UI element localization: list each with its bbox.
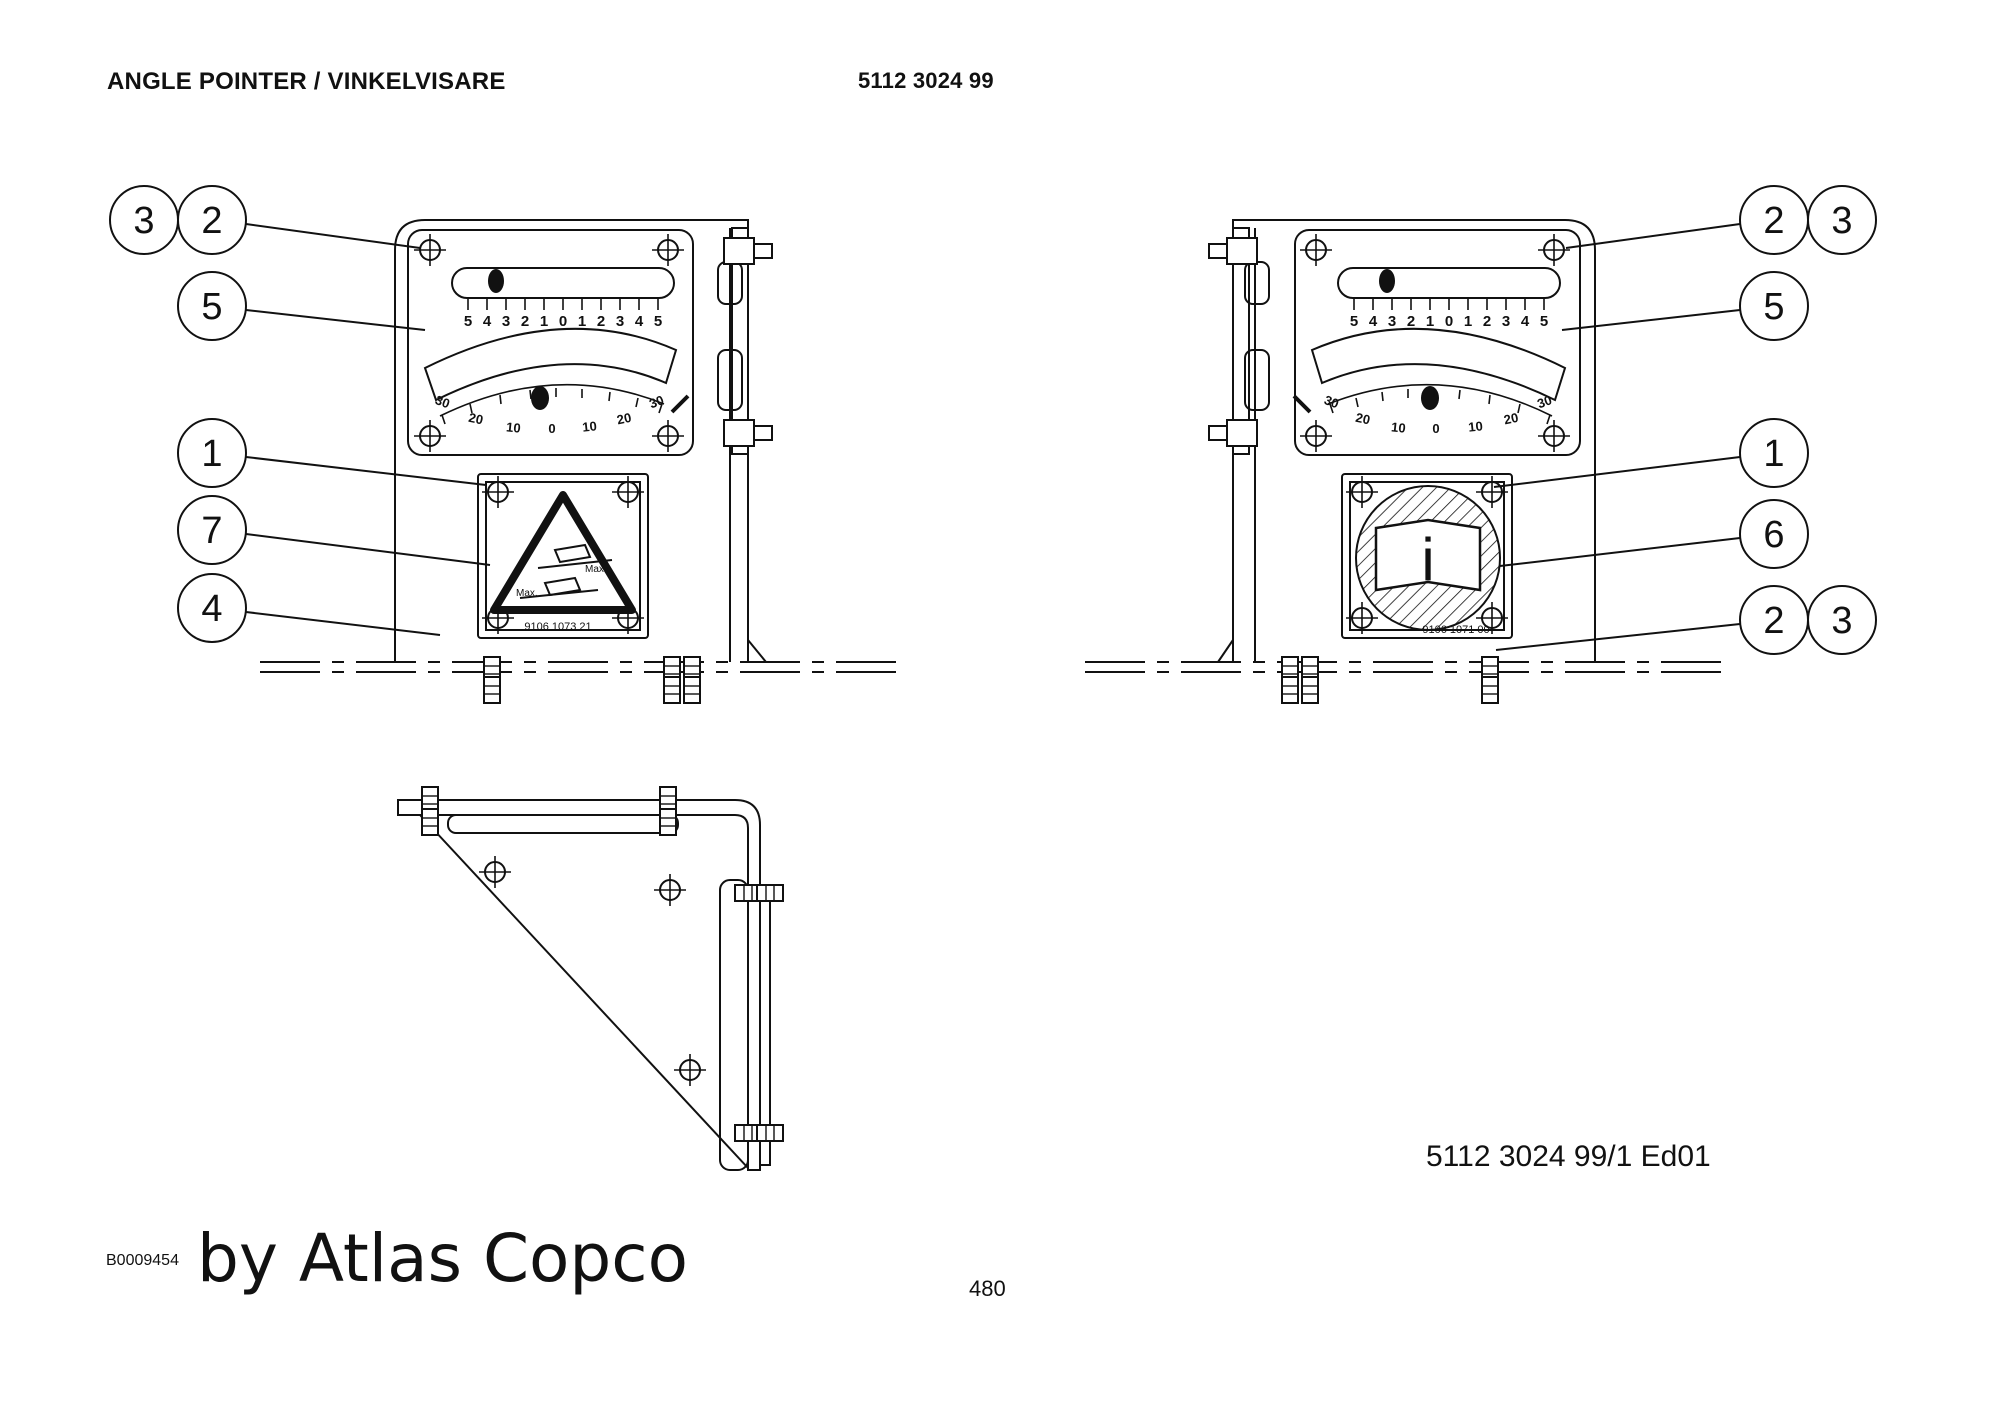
linear-ticks-left [467, 299, 659, 310]
callout-2: 2 [1763, 600, 1784, 642]
callout-leaders-left [109, 185, 491, 643]
scale-label: 0 [1445, 313, 1453, 330]
arc-ticks-right [1327, 383, 1553, 425]
scale-label: 1 [540, 313, 548, 330]
callout-3: 3 [1831, 200, 1852, 242]
arc-label: 10 [1468, 418, 1484, 434]
arc-label: 20 [615, 410, 632, 428]
bolts-bottom-left [483, 656, 701, 704]
ground-line-right [1085, 661, 1725, 673]
arc-label: 30 [1322, 392, 1341, 411]
image-code: B0009454 [106, 1252, 179, 1269]
callout-2: 2 [1763, 200, 1784, 242]
callout-leaders-right [1493, 185, 1877, 655]
front-view-left [394, 219, 767, 663]
arc-scale-left: 30 20 10 0 10 20 30 [433, 392, 666, 436]
arc-scale-right: 30 20 10 0 10 20 30 [1322, 392, 1554, 436]
callouts-right: 2 3 5 1 6 2 3 [1763, 200, 1852, 642]
scale-label: 5 [1350, 313, 1358, 330]
arc-label: 10 [1390, 419, 1406, 435]
plan-bolts [421, 786, 784, 1142]
scale-label: 4 [1521, 313, 1530, 330]
callout-5: 5 [1763, 286, 1784, 328]
arc-label: 20 [1502, 410, 1519, 428]
scale-label: 5 [1540, 313, 1548, 330]
arc-label: 20 [1354, 410, 1371, 428]
arc-label: 30 [1535, 392, 1554, 411]
callout-4: 4 [201, 588, 222, 630]
arc-ticks-left [439, 383, 665, 425]
callout-3: 3 [1831, 600, 1852, 642]
scale-label: 2 [597, 313, 605, 330]
callout-2: 2 [201, 200, 222, 242]
arc-label: 10 [505, 419, 521, 435]
callout-1: 1 [201, 433, 222, 475]
brand-text: by Atlas Copco [197, 1220, 688, 1297]
info-glyph: i [1421, 526, 1434, 593]
scale-label: 3 [616, 313, 624, 330]
linear-scale-left: 5 4 3 2 1 0 1 2 3 4 5 [464, 313, 662, 330]
scale-label: 4 [1369, 313, 1378, 330]
arc-label: 30 [647, 392, 666, 411]
scale-label: 1 [1464, 313, 1472, 330]
document-title: ANGLE POINTER / VINKELVISARE [107, 68, 506, 95]
scale-label: 3 [1388, 313, 1396, 330]
scale-label: 2 [1483, 313, 1491, 330]
scale-label: 5 [654, 313, 662, 330]
scale-label: 3 [1502, 313, 1510, 330]
scale-label: 2 [1407, 313, 1415, 330]
callout-5: 5 [201, 286, 222, 328]
callouts-left: 3 2 5 1 7 4 [133, 200, 222, 630]
arc-label: 30 [433, 392, 452, 411]
callout-3: 3 [133, 200, 154, 242]
scale-label: 0 [559, 313, 567, 330]
plan-view [397, 799, 771, 1171]
scale-label: 4 [635, 313, 644, 330]
callout-1: 1 [1763, 433, 1784, 475]
scale-label: 1 [1426, 313, 1434, 330]
info-label-code: 9106 1071 00 [1422, 624, 1489, 636]
scale-label: 5 [464, 313, 472, 330]
max-label-upper: Max. [585, 564, 607, 575]
part-number: 5112 3024 99 [858, 68, 994, 93]
max-label-lower: Max. [516, 588, 538, 599]
linear-scale-right: 5 4 3 2 1 0 1 2 3 4 5 [1350, 313, 1548, 330]
arc-label: 10 [582, 418, 598, 434]
drawing-number: 5112 3024 99/1 Ed01 [1426, 1140, 1711, 1173]
scale-label: 1 [578, 313, 586, 330]
scale-label: 4 [483, 313, 492, 330]
linear-ticks-right [1353, 299, 1545, 310]
page-number: 480 [969, 1276, 1006, 1301]
arc-label: 0 [548, 421, 555, 436]
callout-7: 7 [201, 510, 222, 552]
scale-label: 2 [521, 313, 529, 330]
arc-label: 0 [1432, 421, 1439, 436]
scale-label: 3 [502, 313, 510, 330]
callout-6: 6 [1763, 514, 1784, 556]
ground-line-left [260, 661, 900, 673]
warning-label-code: 9106 1073 21 [524, 621, 591, 633]
arc-label: 20 [467, 410, 484, 428]
bolts-bottom-right [1281, 656, 1499, 704]
